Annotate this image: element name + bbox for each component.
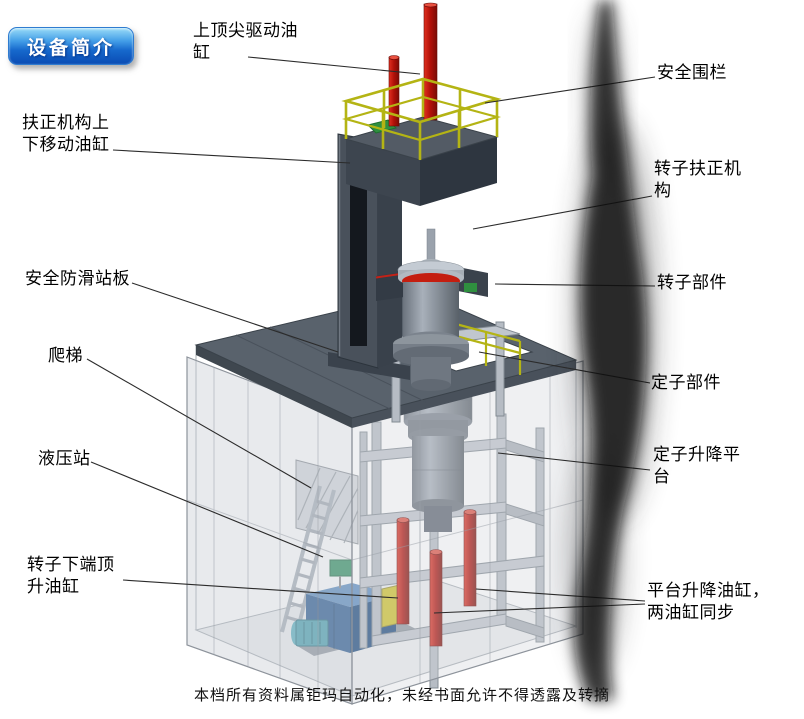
enclosure-walls — [186, 356, 584, 705]
drive-rods — [388, 2, 438, 127]
title-badge-text: 设备简介 — [26, 37, 115, 59]
label-rotor-part: 转子部件 — [657, 273, 727, 292]
label-platform-lift-cylinders: 平台升降油缸，两油缸同步 — [647, 581, 770, 623]
label-anti-slip-platform: 安全防滑站板 — [25, 269, 130, 288]
footer-note: 本档所有资料属钜玛自动化，未经书面允许不得透露及转摘 — [193, 687, 610, 704]
label-rotor-centering-mechanism: 转子扶正机构 — [654, 159, 742, 201]
label-stator-part: 定子部件 — [651, 373, 721, 392]
lift-cylinders — [396, 509, 477, 647]
shadow-smudge — [570, 0, 655, 700]
label-centering-lift-cylinder: 扶正机构上下移动油缸 — [22, 113, 110, 155]
title-badge: 设备简介 — [8, 27, 134, 65]
label-stator-lift-platform: 定子升降平台 — [653, 445, 741, 487]
label-rotor-bottom-jack: 转子下端顶升油缸 — [27, 555, 115, 597]
safety-railing — [341, 77, 502, 160]
rotor-assembly — [375, 228, 488, 391]
label-hydraulic-station: 液压站 — [38, 449, 91, 468]
label-top-drive-cylinder: 上顶尖驱动油缸 — [193, 21, 298, 63]
label-ladder: 爬梯 — [48, 346, 83, 365]
label-safety-fence: 安全围栏 — [657, 63, 727, 82]
